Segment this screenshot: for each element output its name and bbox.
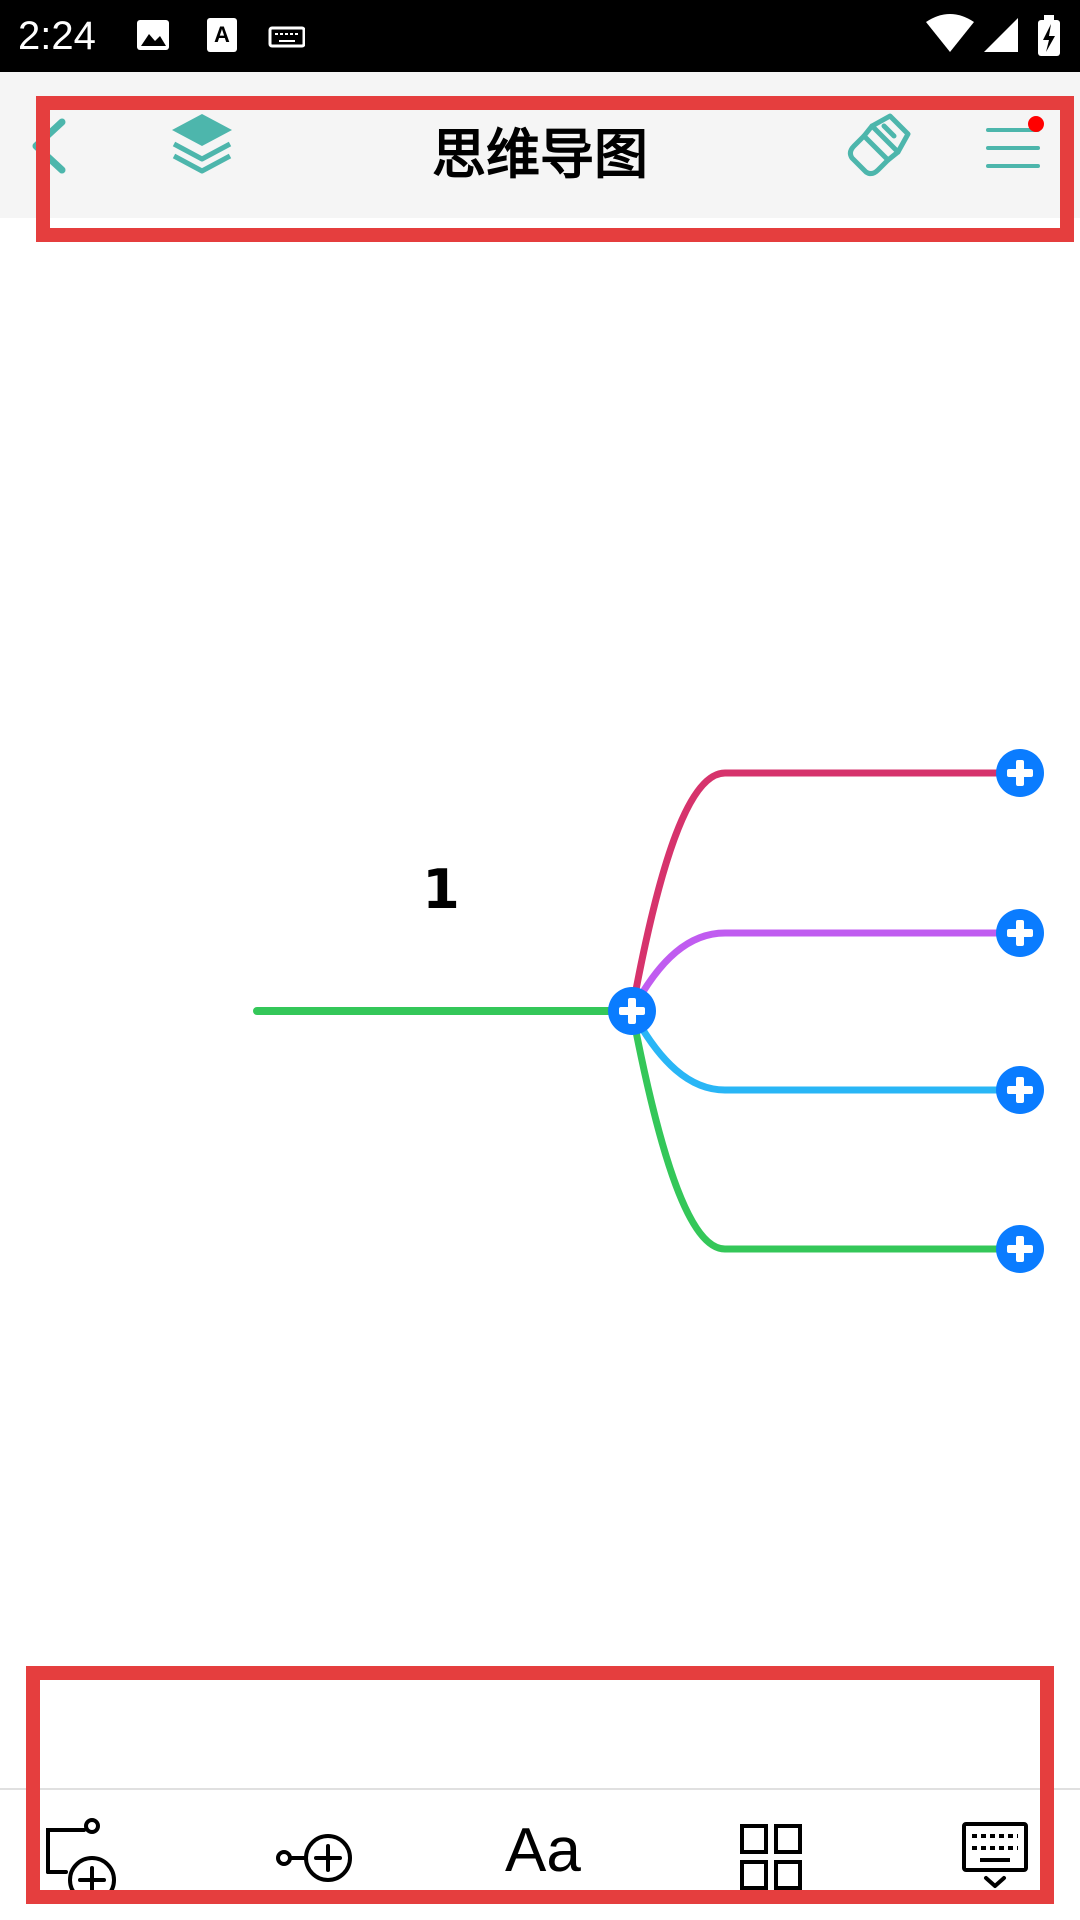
signal-icon [984, 18, 1018, 52]
layers-icon[interactable] [168, 110, 236, 178]
add-child-node-icon[interactable] [36, 1810, 132, 1906]
central-expand-button[interactable] [608, 987, 656, 1035]
battery-charging-icon [1038, 15, 1060, 56]
status-icons-left: A [135, 16, 306, 56]
branch-line-2 [628, 929, 1020, 1013]
branch-line-3 [628, 1009, 1020, 1094]
notification-dot [1028, 116, 1044, 132]
layout-grid-icon[interactable] [722, 1810, 818, 1906]
svg-text:A: A [214, 22, 230, 47]
mindmap-canvas[interactable]: 1 [0, 218, 1080, 1788]
branch-3-expand-button[interactable] [996, 1066, 1044, 1114]
status-icons-right [926, 12, 1066, 60]
image-icon [137, 20, 169, 50]
text-a-icon: A [207, 18, 237, 52]
status-bar: 2:24 A [0, 0, 1080, 72]
paint-brush-icon[interactable] [842, 112, 912, 182]
branch-1-expand-button[interactable] [996, 749, 1044, 797]
branch-line-1 [628, 769, 1020, 1012]
branch-line-4 [628, 1010, 1020, 1253]
status-time: 2:24 [18, 14, 96, 58]
page-title: 思维导图 [432, 123, 648, 186]
menu-icon[interactable] [984, 116, 1048, 176]
bottom-toolbar: Aa [0, 1788, 1080, 1920]
branch-4-expand-button[interactable] [996, 1225, 1044, 1273]
keyboard-icon [268, 26, 306, 48]
branch-2-expand-button[interactable] [996, 909, 1044, 957]
add-sibling-node-icon[interactable] [264, 1810, 360, 1906]
wifi-icon [926, 14, 974, 52]
text-style-icon[interactable]: Aa [505, 1816, 581, 1885]
top-toolbar: 思维导图 [0, 72, 1080, 218]
hide-keyboard-icon[interactable] [946, 1810, 1042, 1906]
central-node-label[interactable]: 1 [422, 858, 460, 921]
